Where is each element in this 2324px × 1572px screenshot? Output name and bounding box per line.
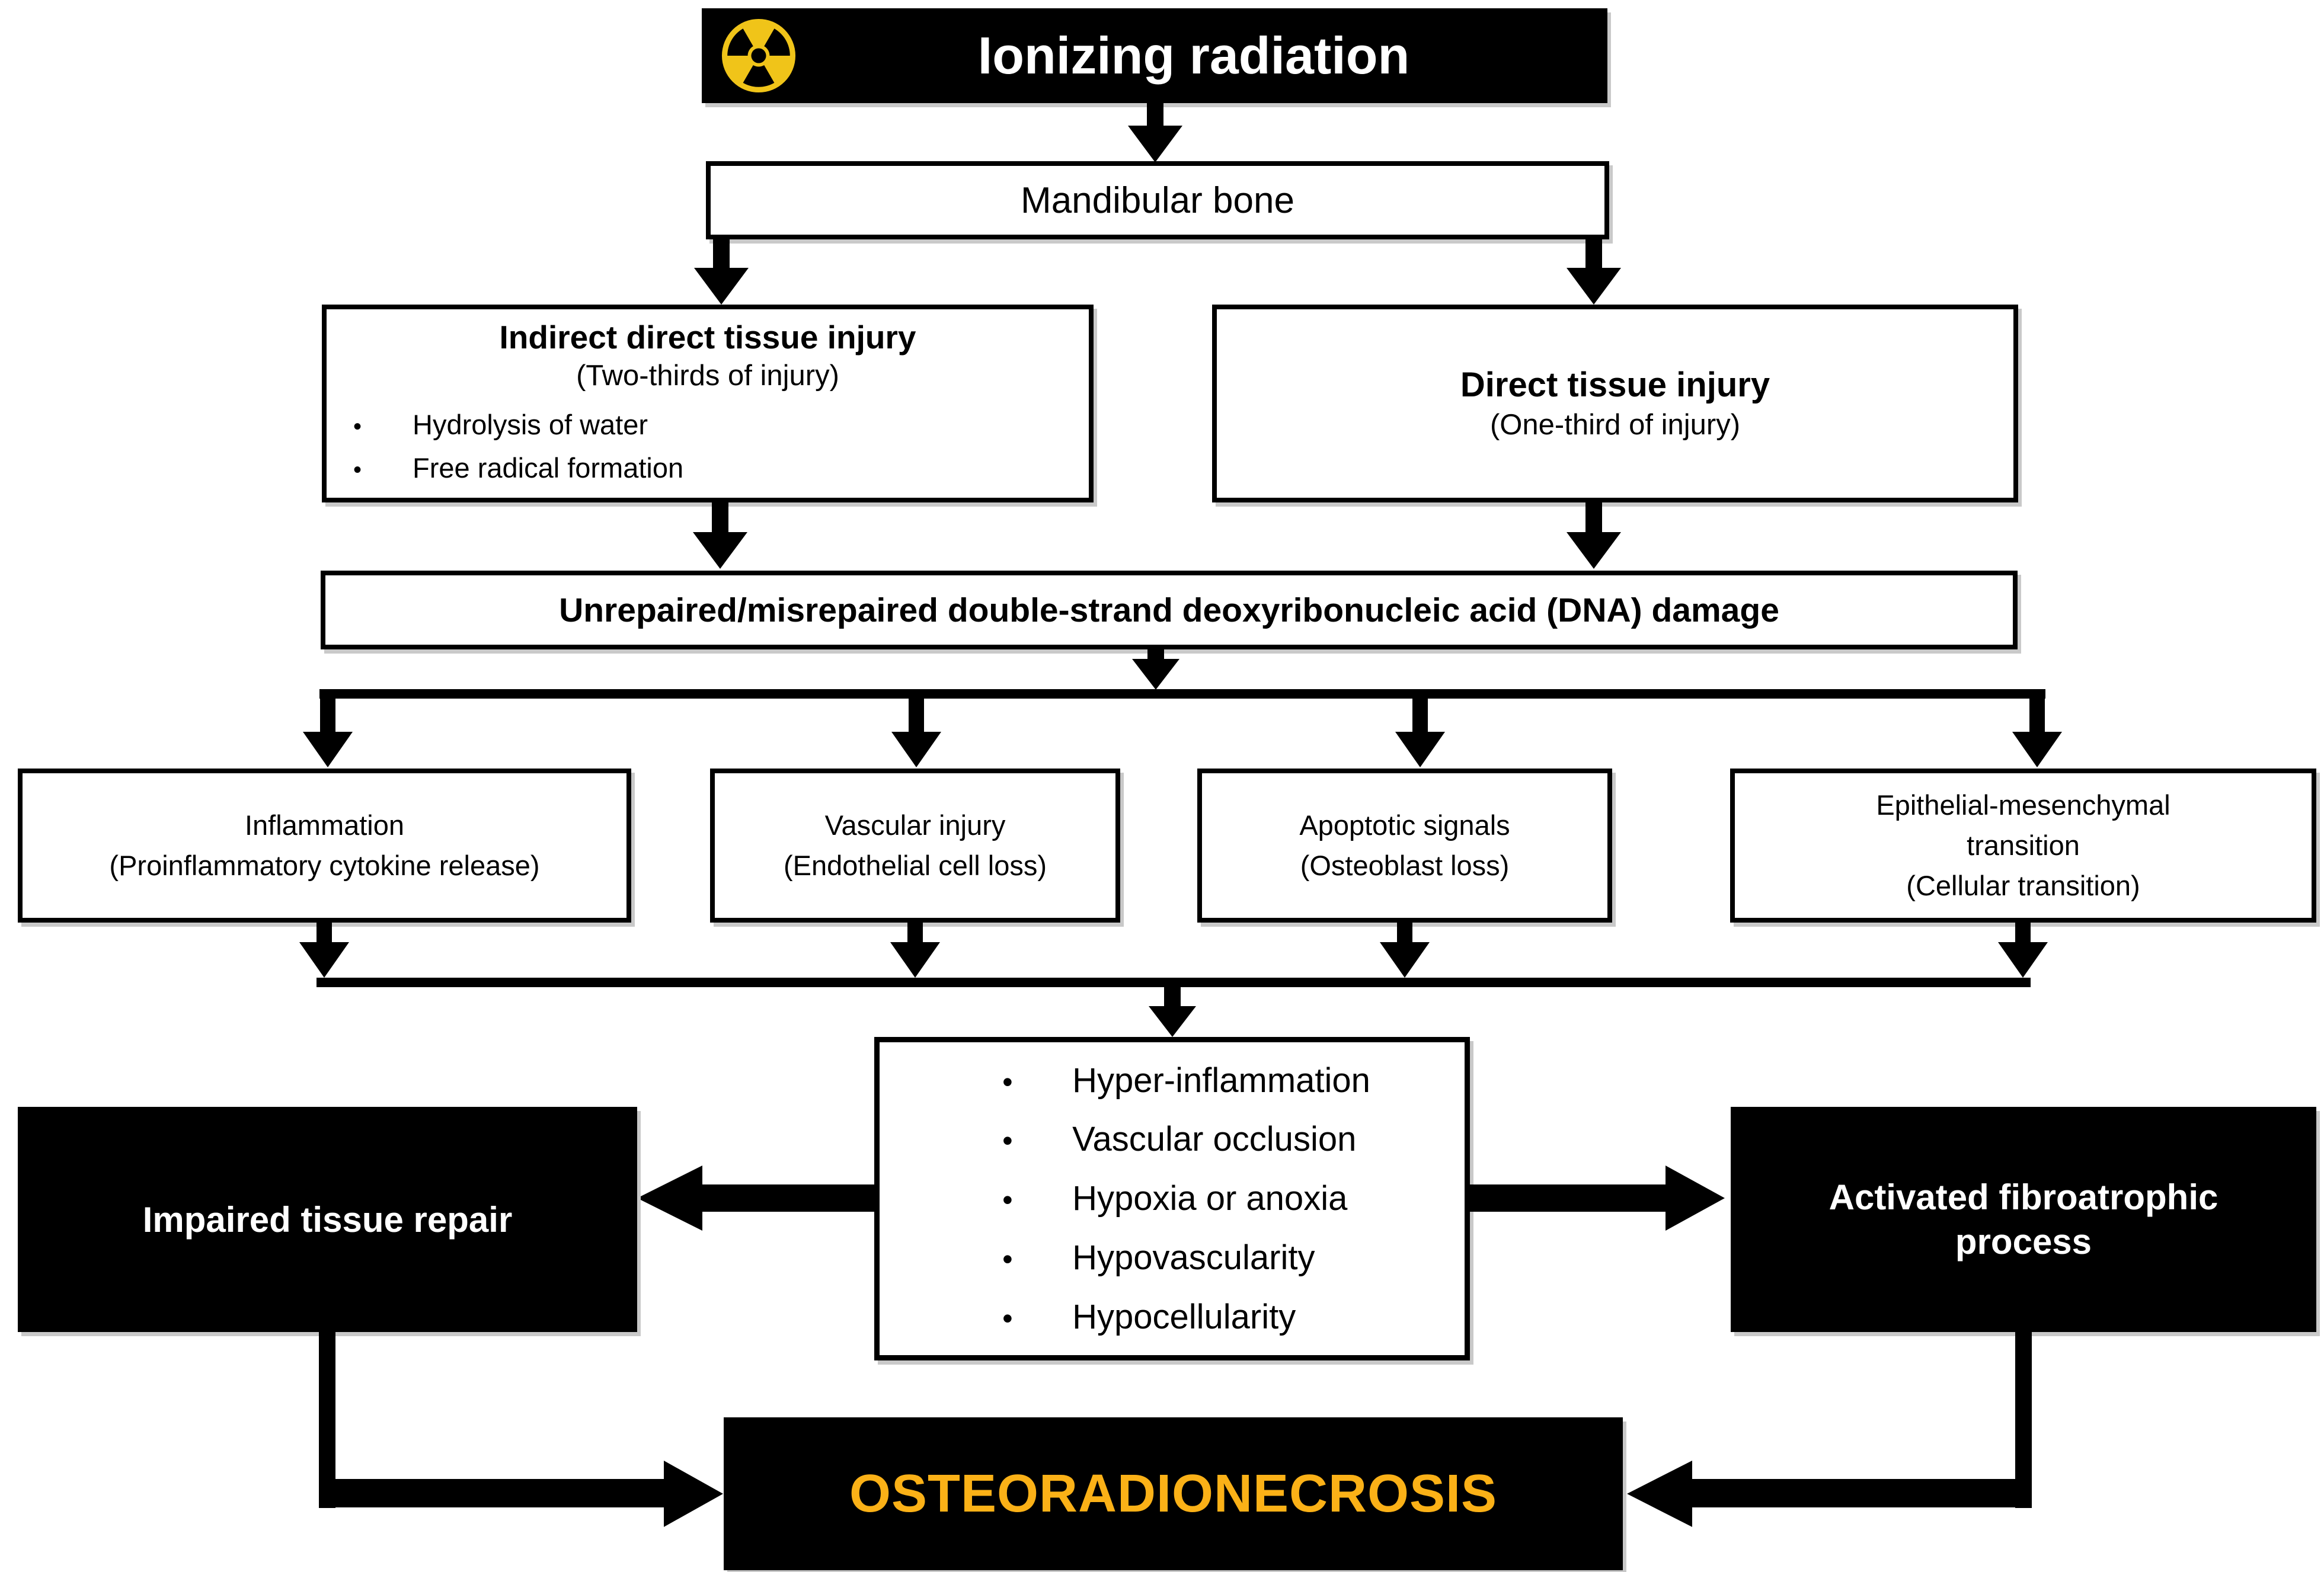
arrow-consequences-to-impaired-head: [637, 1166, 702, 1231]
list-item-label: Hypoxia or anoxia: [1072, 1179, 1348, 1218]
node-vascular-title: Vascular injury: [824, 809, 1006, 841]
drop-arrow-2-shaft: [909, 699, 924, 732]
arrow-direct-to-dna-head: [1567, 532, 1621, 569]
list-item-label: Hyper-inflammation: [1072, 1061, 1370, 1100]
arrow-dna-to-branch-head: [1132, 659, 1179, 690]
node-inflammation: Inflammation (Proinflammatory cytokine r…: [18, 769, 631, 923]
node-dna-damage-label: Unrepaired/misrepaired double-strand deo…: [559, 591, 1779, 629]
list-item: Hydrolysis of water: [353, 404, 683, 447]
elbow-activated-head: [1627, 1461, 1692, 1527]
arrow-consequences-to-activated-head: [1666, 1166, 1725, 1231]
node-osteoradionecrosis-label: OSTEORADIONECROSIS: [849, 1464, 1498, 1523]
elbow-impaired-horizontal: [319, 1479, 664, 1507]
list-item: Hyper-inflammation: [1002, 1051, 1370, 1110]
drop-arrow-3-shaft: [1412, 699, 1428, 732]
radiation-trefoil-icon: [721, 18, 796, 93]
node-emt-subtitle: (Cellular transition): [1906, 870, 2140, 902]
list-item-label: Free radical formation: [413, 452, 684, 484]
node-activated-label: Activated fibroatrophic process: [1828, 1177, 2218, 1262]
arrow-mandibular-to-direct-shaft: [1585, 239, 1602, 269]
drop-arrow-4-head: [2012, 732, 2062, 767]
node-activated-fibroatrophic: Activated fibroatrophic process: [1731, 1107, 2316, 1332]
node-indirect-tissue-injury: Indirect direct tissue injury (Two-third…: [322, 305, 1094, 502]
node-osteoradionecrosis: OSTEORADIONECROSIS: [724, 1417, 1623, 1570]
arrow-indirect-to-dna-head: [693, 532, 747, 569]
node-ionizing-radiation: Ionizing radiation: [702, 8, 1607, 103]
list-item: Hypocellularity: [1002, 1288, 1370, 1347]
arrow-mandibular-to-indirect-shaft: [713, 239, 730, 269]
converge-arrow-2-shaft: [907, 923, 923, 945]
converge-arrow-1-shaft: [317, 923, 332, 945]
elbow-activated-horizontal: [1686, 1479, 2032, 1507]
drop-arrow-1-head: [303, 732, 353, 767]
node-indirect-bullet-list: Hydrolysis of water Free radical formati…: [353, 404, 683, 490]
elbow-impaired-head: [664, 1461, 723, 1527]
converge-arrow-1-head: [299, 942, 349, 978]
node-direct-title: Direct tissue injury: [1460, 366, 1770, 405]
node-impaired-label: Impaired tissue repair: [142, 1199, 513, 1240]
drop-arrow-1-shaft: [320, 699, 335, 732]
consequences-bullet-list: Hyper-inflammation Vascular occlusion Hy…: [974, 1051, 1370, 1347]
node-dna-damage: Unrepaired/misrepaired double-strand deo…: [321, 571, 2018, 649]
node-ionizing-radiation-label: Ionizing radiation: [977, 26, 1410, 85]
arrow-direct-to-dna-shaft: [1585, 502, 1602, 532]
node-mandibular-bone-label: Mandibular bone: [1021, 180, 1294, 221]
branch-collector-line: [317, 978, 2031, 987]
arrow-consequences-to-impaired-shaft: [702, 1184, 874, 1212]
drop-arrow-2-head: [891, 732, 941, 767]
arrow-indirect-to-dna-shaft: [712, 502, 728, 532]
arrow-ionizing-to-mandibular-shaft: [1147, 102, 1163, 127]
arrow-collector-to-consequences-shaft: [1164, 987, 1181, 1006]
list-item-label: Hydrolysis of water: [413, 409, 648, 441]
node-indirect-subtitle: (Two-thirds of injury): [576, 359, 839, 392]
elbow-impaired-vertical: [319, 1332, 335, 1508]
elbow-activated-vertical: [2015, 1332, 2032, 1508]
node-inflammation-subtitle: (Proinflammatory cytokine release): [109, 850, 540, 881]
list-item: Vascular occlusion: [1002, 1110, 1370, 1169]
list-item: Hypovascularity: [1002, 1228, 1370, 1288]
list-item-label: Hypocellularity: [1072, 1297, 1296, 1336]
arrow-mandibular-to-indirect-head: [694, 268, 749, 305]
node-consequences: Hyper-inflammation Vascular occlusion Hy…: [874, 1037, 1470, 1360]
converge-arrow-4-shaft: [2015, 923, 2031, 945]
node-emt: Epithelial-mesenchymal transition (Cellu…: [1730, 769, 2316, 923]
list-item-label: Hypovascularity: [1072, 1238, 1315, 1277]
node-indirect-title: Indirect direct tissue injury: [499, 319, 916, 356]
node-inflammation-title: Inflammation: [244, 809, 405, 841]
node-mandibular-bone: Mandibular bone: [706, 161, 1609, 239]
node-vascular-injury: Vascular injury (Endothelial cell loss): [710, 769, 1120, 923]
node-apoptotic-subtitle: (Osteoblast loss): [1300, 850, 1510, 881]
list-item-label: Vascular occlusion: [1072, 1120, 1357, 1159]
node-direct-subtitle: (One-third of injury): [1489, 408, 1741, 441]
drop-arrow-4-shaft: [2029, 699, 2045, 732]
arrow-ionizing-to-mandibular-head: [1128, 126, 1182, 162]
arrow-mandibular-to-direct-head: [1567, 268, 1621, 305]
converge-arrow-4-head: [1998, 942, 2048, 978]
arrow-collector-to-consequences-head: [1149, 1006, 1196, 1037]
arrow-consequences-to-activated-shaft: [1470, 1184, 1666, 1212]
drop-arrow-3-head: [1395, 732, 1445, 767]
converge-arrow-2-head: [890, 942, 940, 978]
converge-arrow-3-head: [1380, 942, 1430, 978]
branch-distributor-line: [319, 689, 2045, 699]
list-item: Free radical formation: [353, 447, 683, 490]
converge-arrow-3-shaft: [1397, 923, 1412, 945]
node-emt-title: Epithelial-mesenchymal transition: [1876, 789, 2170, 861]
node-apoptotic-signals: Apoptotic signals (Osteoblast loss): [1197, 769, 1612, 923]
node-direct-tissue-injury: Direct tissue injury (One-third of injur…: [1212, 305, 2018, 502]
node-vascular-subtitle: (Endothelial cell loss): [783, 850, 1047, 881]
node-impaired-tissue-repair: Impaired tissue repair: [18, 1107, 637, 1332]
node-apoptotic-title: Apoptotic signals: [1299, 809, 1510, 841]
list-item: Hypoxia or anoxia: [1002, 1169, 1370, 1228]
